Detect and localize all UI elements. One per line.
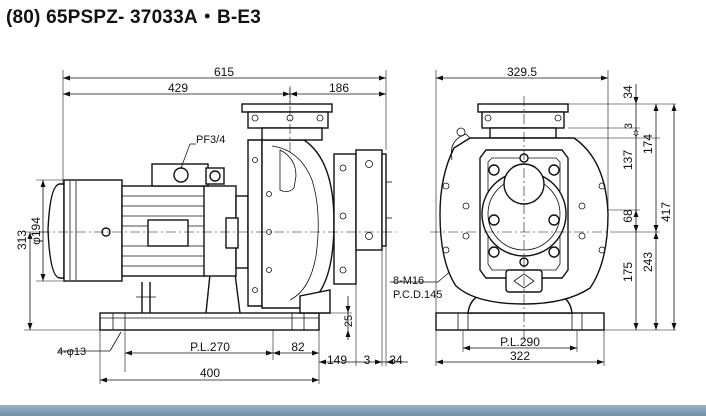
pump-casing-side <box>247 139 335 314</box>
dim-rear-length: 186 <box>329 81 349 95</box>
dim-shaft-height: 313 <box>15 230 29 250</box>
dim-width: 329.5 <box>507 65 537 79</box>
dim-upper-b: 174 <box>641 134 655 154</box>
dim-front-length: 429 <box>168 81 188 95</box>
side-view: 615 429 186 PF3/4 313 φ194 25 4-φ13 P.L.… <box>15 65 487 384</box>
page-title: (80) 65PSPZ- 37033A・B-E3 <box>6 7 262 28</box>
bottom-bar <box>0 405 706 416</box>
dim-base-height: 25 <box>343 315 355 327</box>
dim-front-gap: 3 <box>623 123 635 129</box>
discharge-flange-side <box>241 88 333 152</box>
front-view: 329.5 34 3 137 174 68 175 243 417 P.L.29… <box>430 65 677 366</box>
dim-bolt-pitch: P.L.270 <box>190 340 230 354</box>
label-pcd: P.C.D.145 <box>393 289 442 301</box>
dim-lower-b: 243 <box>641 252 655 272</box>
dim-mid: 68 <box>621 209 635 223</box>
suction-flange-side <box>333 149 392 285</box>
front-base-plate <box>435 312 605 331</box>
label-flange-bolts: 8-M16 <box>393 275 424 287</box>
dim-bolt-offset: 82 <box>291 340 305 354</box>
dim-base-to-flange: 149 <box>327 353 347 367</box>
dim-top-flange: 34 <box>621 85 635 99</box>
side-base-plate <box>99 312 320 331</box>
motor-body <box>47 163 237 282</box>
label-port: PF3/4 <box>196 134 225 146</box>
dim-gap: 3 <box>364 353 371 367</box>
conduit-port <box>173 167 189 183</box>
label-holes: 4-φ13 <box>57 346 86 358</box>
dim-base-width: 322 <box>510 349 530 363</box>
dim-flange-thickness: 34 <box>389 353 403 367</box>
dim-lower-a: 175 <box>621 262 635 282</box>
dim-motor-diameter: φ194 <box>29 217 43 245</box>
front-dimensions <box>435 70 677 366</box>
dim-front-bolt-pitch: P.L.290 <box>500 335 540 349</box>
dim-base-length: 400 <box>200 366 220 380</box>
dim-upper-a: 137 <box>621 150 635 170</box>
dim-total-height: 417 <box>659 202 673 222</box>
dim-total-length: 615 <box>214 65 234 79</box>
